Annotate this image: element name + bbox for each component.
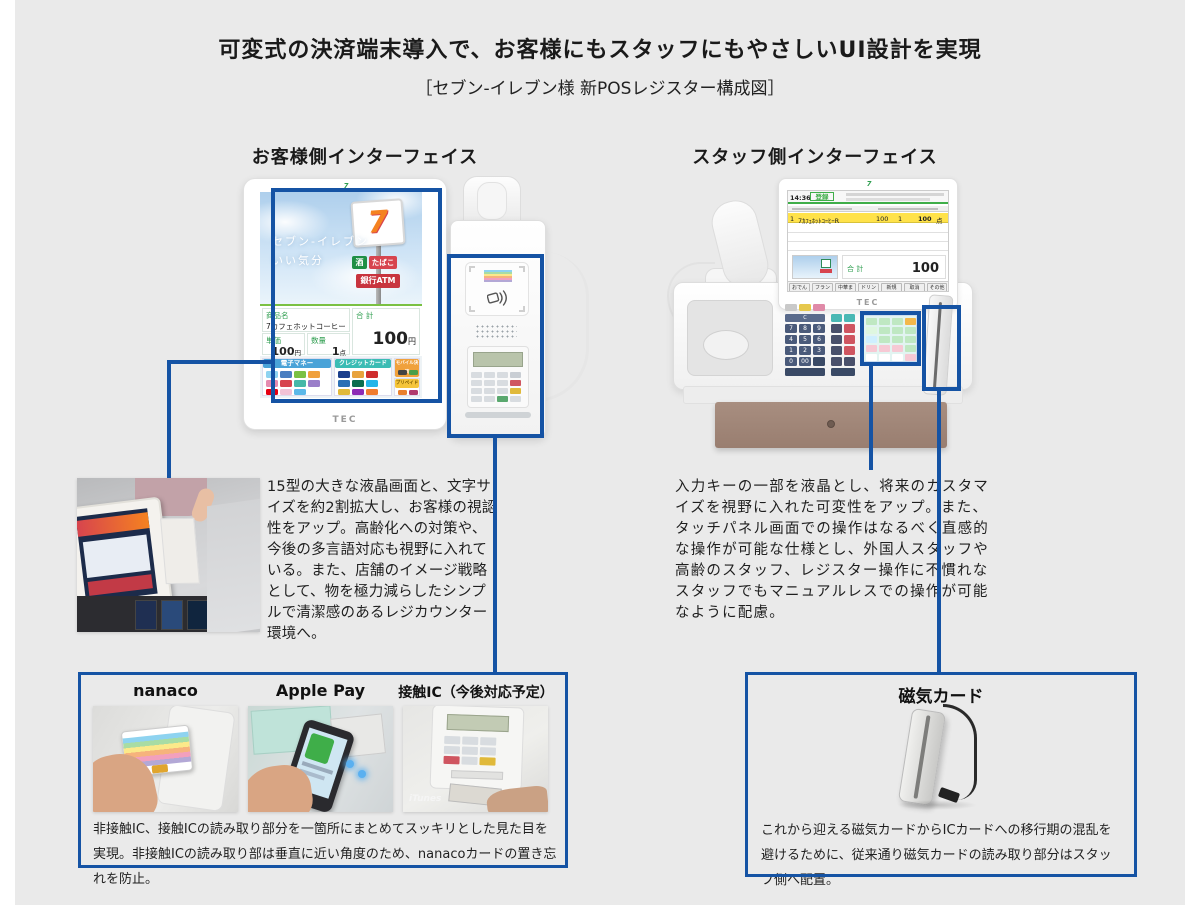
prepaid-header: プリペイド xyxy=(395,379,419,388)
connector-touchpanel-vertical xyxy=(869,364,873,470)
connector-screen-vertical xyxy=(167,360,171,478)
staff-total-panel: 合 計 100 xyxy=(842,255,946,279)
customer-description: 15型の大きな液晶画面と、文字サイズを約2割拡大し、お客様の視認性をアップ。高齢… xyxy=(267,479,497,642)
magcard-photo xyxy=(875,704,1035,812)
magcard-feature-box xyxy=(745,672,1137,877)
nanaco-logo-icon xyxy=(484,270,512,282)
reader-box-caption: 非接触IC、接触ICの読み取り部分を一箇所にまとめてスッキリとした見た目を実現。… xyxy=(93,822,557,887)
customer-section-heading: お客様側インターフェイス xyxy=(251,147,479,168)
nanaco-label: nanaco xyxy=(133,681,198,700)
total-label: 合 計 xyxy=(356,311,374,320)
reader-feature-box xyxy=(78,672,568,868)
credit-header: クレジットカード xyxy=(335,359,391,368)
staff-screen: 14:36 登録 1 7ｶﾌｪﾎｯﾄｺｰﾋｰR 100 1 100 点 xyxy=(787,190,949,292)
staff-description: 入力キーの一部を液晶とし、将来のカスタマイズを視野に入れた可変性をアップ。また、… xyxy=(675,479,989,621)
total-value: 100円 xyxy=(372,329,417,349)
seven-i-logo-icon: 7 xyxy=(343,182,349,190)
customer-brand-logo: TEC xyxy=(332,415,358,425)
cash-drawer xyxy=(715,402,947,448)
contactless-reader-pad xyxy=(465,262,529,316)
customer-scanner-grip xyxy=(477,182,507,220)
staff-coin-bowl xyxy=(703,330,749,360)
magcard-caption: これから迎える磁気カードからICカードへの移行期の混乱を避けるために、従来通り磁… xyxy=(761,823,1112,888)
emoney-header: 電子マネー xyxy=(263,359,331,368)
apple-pay-label: Apple Pay xyxy=(275,681,366,700)
slogan-text: セブン-イレブン いい気分 xyxy=(272,235,369,267)
page-title: 可変式の決済端末導入で、お客様にもスタッフにもやさしいUI設計を実現 xyxy=(218,38,982,63)
content-panel: 可変式の決済端末導入で、お客様にもスタッフにもやさしいUI設計を実現 ［セブン-… xyxy=(15,0,1185,905)
pinpad-keys xyxy=(471,372,527,402)
magcard-title: 磁気カード xyxy=(898,687,984,707)
seven-i-logo-icon: 7 xyxy=(866,180,872,188)
customer-screen-highlight-box xyxy=(271,188,442,403)
staff-section-heading: スタッフ側インターフェイス xyxy=(692,147,938,168)
customer-counter-photo xyxy=(77,478,260,632)
sake-sign: 酒 xyxy=(352,256,367,269)
qty-label: 数量 xyxy=(311,336,326,345)
contact-ic-photo: iTunes xyxy=(403,706,548,812)
mag-reader-highlight-box xyxy=(922,305,961,391)
staff-keypad: C 7 8 9 4 5 6 1 2 3 0 00 xyxy=(785,304,857,388)
apple-pay-photo xyxy=(248,706,393,812)
pinpad-lcd xyxy=(473,352,523,367)
connector-magreader-vertical xyxy=(937,389,941,674)
staff-brand-logo: TEC xyxy=(856,298,880,307)
bank-atm-sign: 銀行ATM xyxy=(356,274,400,288)
nanaco-photo xyxy=(93,706,238,812)
tobacco-sign: たばこ xyxy=(369,256,397,269)
card-slot xyxy=(465,412,531,418)
contactless-icon xyxy=(487,290,507,306)
staff-screen-thumbnail xyxy=(792,255,838,279)
itunes-label: iTunes xyxy=(409,794,442,804)
item-name-label: 商品名 xyxy=(266,311,289,320)
payment-terminal-highlight-box xyxy=(447,254,544,438)
staff-screen-buttons: おでん フランク 中華まん ドリンク 新規 取消 その他 xyxy=(788,281,948,291)
connector-screen-horizontal xyxy=(167,360,273,364)
register-mode-badge: 登録 xyxy=(810,192,834,201)
reader-wedge-in-photo xyxy=(160,517,200,585)
terminal-speaker xyxy=(475,324,517,340)
page-subtitle: ［セブン-イレブン様 新POSレジスター構成図］ xyxy=(415,79,785,99)
receipt-line: 1 7ｶﾌｪﾎｯﾄｺｰﾋｰR 100 1 100 点 xyxy=(788,213,948,225)
staff-touch-panel xyxy=(863,315,917,362)
contact-ic-label: 接触IC（今後対応予定） xyxy=(398,685,554,701)
connector-terminal-vertical xyxy=(493,436,497,674)
drawer-keyhole xyxy=(827,420,835,428)
staff-time: 14:36 xyxy=(790,194,811,202)
touch-panel-highlight-box xyxy=(860,311,921,366)
